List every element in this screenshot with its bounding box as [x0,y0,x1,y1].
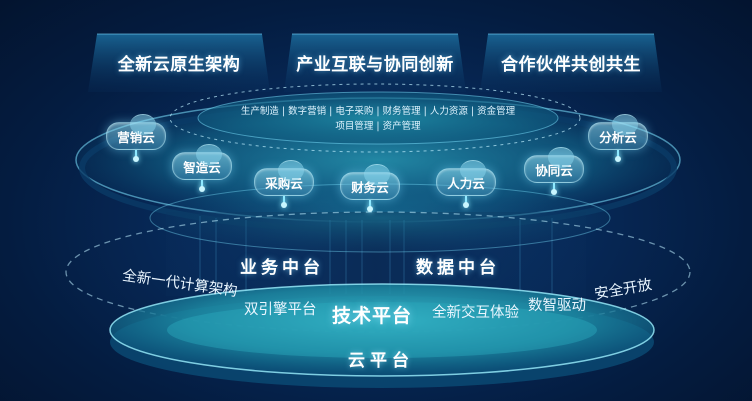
cloud-analytics: 分析云 [588,114,648,162]
cloud-label: 营销云 [117,129,155,145]
banner-partners: 合作伙伴共创共生 [483,34,659,90]
cloud-label: 协同云 [535,162,573,178]
pin-icon [199,180,205,192]
pin-icon [463,196,469,208]
banner-label: 全新云原生架构 [117,54,241,75]
pin-icon [133,150,139,162]
pin-icon [615,150,621,162]
business-modules-line-1: 生产制造 | 数字营销 | 电子采购 | 财务管理 | 人力资源 | 资金管理 [240,106,516,117]
data-middle-platform: 数据中台 [416,258,500,278]
banner-shape-3 [480,34,662,92]
cloud-manufacturing: 智造云 [172,144,232,192]
cloud-label: 智造云 [183,159,221,175]
banner-label: 产业互联与协同创新 [296,54,454,75]
business-oval [197,91,559,145]
cloud-collaboration: 协同云 [524,147,584,195]
banner-industry-internet: 产业互联与协同创新 [287,34,463,90]
banner-shape-2 [284,34,466,92]
cloud-platform-label: 云平台 [348,351,414,371]
feature-interaction: 全新交互体验 [432,305,519,321]
banner-cloud-native: 全新云原生架构 [92,34,266,90]
feature-dual-engine: 双引擎平台 [244,302,317,318]
cloud-label: 采购云 [265,175,303,191]
pin-icon [367,200,373,212]
base-disc [110,284,654,376]
business-middle-platform: 业务中台 [240,258,324,278]
cloud-label: 人力云 [447,175,485,191]
cloud-marketing: 营销云 [106,114,166,162]
cloud-hr: 人力云 [436,160,496,208]
pin-icon [551,183,557,195]
cloud-procurement: 采购云 [254,160,314,208]
pin-icon [281,196,287,208]
cloud-finance: 财务云 [340,164,400,212]
feature-intelligence: 数智驱动 [528,298,586,314]
dashed-ring-top [169,83,581,153]
business-modules: 生产制造 | 数字营销 | 电子采购 | 财务管理 | 人力资源 | 资金管理 … [228,104,528,134]
banner-label: 合作伙伴共创共生 [501,54,641,75]
cloud-label: 分析云 [599,129,637,145]
banner-shape-1 [88,34,270,92]
tech-platform: 技术平台 [332,305,413,327]
business-modules-line-2: 项目管理 | 资产管理 [335,121,421,132]
cloud-label: 财务云 [351,179,389,195]
dashed-ring-outer [65,211,691,333]
